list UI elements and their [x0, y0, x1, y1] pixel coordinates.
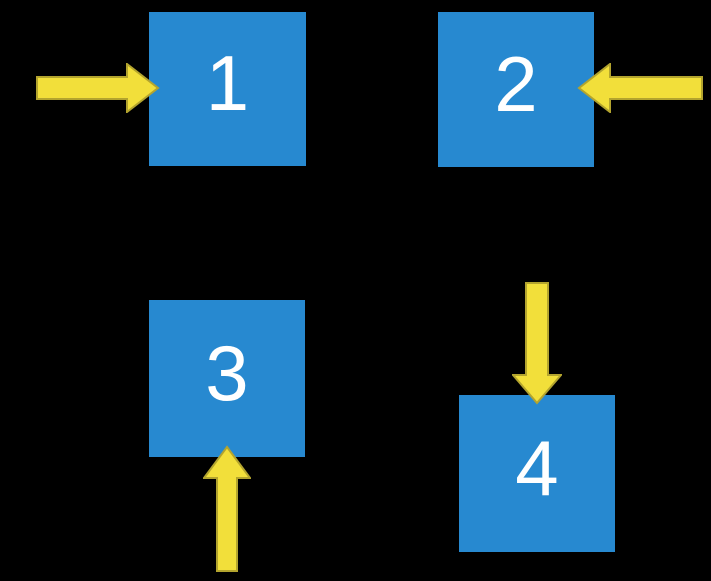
box-1: 1 — [149, 12, 306, 166]
box-2-label: 2 — [494, 39, 538, 128]
arrow-up-icon — [203, 445, 251, 572]
arrow-down-icon — [512, 282, 562, 405]
box-3-label: 3 — [205, 328, 249, 417]
box-4: 4 — [459, 395, 615, 552]
arrow-right-icon — [36, 63, 160, 113]
box-2: 2 — [438, 12, 594, 167]
box-1-label: 1 — [205, 39, 250, 127]
arrow-left-icon — [577, 63, 703, 113]
box-4-label: 4 — [515, 423, 559, 512]
box-3: 3 — [149, 300, 305, 457]
